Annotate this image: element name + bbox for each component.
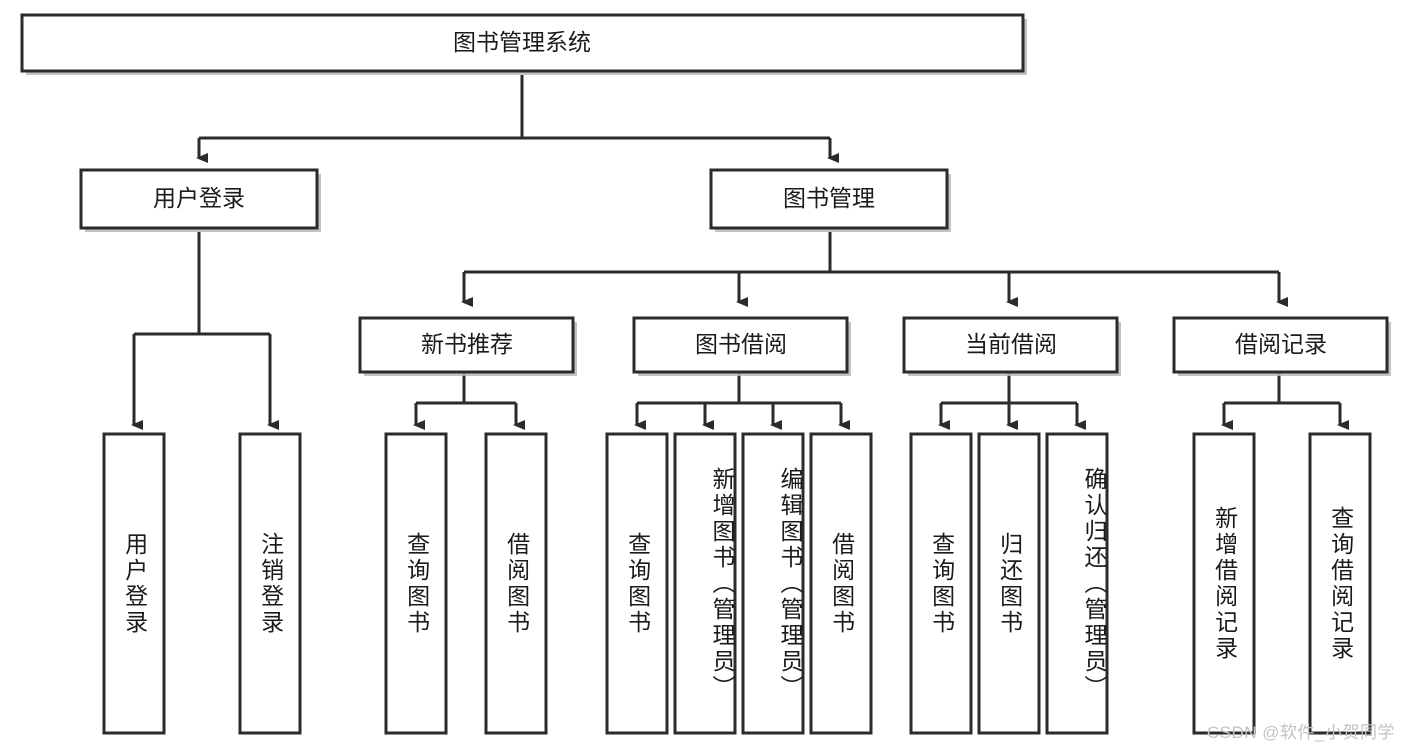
node-new-book-recommend-box [358, 316, 575, 374]
leaf-box-book-borrow-0[interactable] [605, 432, 669, 735]
leaf-box-book-borrow-3[interactable] [809, 432, 873, 735]
node-book-manage-box [709, 168, 949, 230]
node-new-book-recommend-label: 新书推荐 [421, 331, 513, 357]
leaf-box-user-login-0[interactable] [102, 432, 166, 735]
leaf-box-new-book-0[interactable] [384, 432, 448, 735]
leaf-box-book-borrow-2[interactable] [741, 432, 805, 735]
leaf-box-current-borrow-2[interactable] [1045, 432, 1109, 735]
connector-layer [131, 75, 1349, 430]
node-root-label: 图书管理系统 [453, 29, 591, 55]
leaf-box-layer [102, 432, 1372, 735]
node-borrow-record[interactable]: 借阅记录 [1172, 316, 1391, 376]
node-user-login[interactable]: 用户登录 [79, 168, 321, 232]
node-book-borrow-label: 图书借阅 [695, 331, 787, 357]
node-current-borrow-box [902, 316, 1119, 374]
csdn-watermark: CSDN @软件_小贺同学 [1206, 723, 1395, 742]
leaf-box-borrow-record-0[interactable] [1192, 432, 1256, 735]
node-user-login-box [79, 168, 319, 230]
leaf-box-current-borrow-1[interactable] [977, 432, 1041, 735]
node-current-borrow[interactable]: 当前借阅 [902, 316, 1121, 376]
node-book-borrow-box [632, 316, 849, 374]
node-root[interactable]: 图书管理系统 [20, 13, 1027, 75]
leaf-box-borrow-record-1[interactable] [1308, 432, 1372, 735]
node-book-manage-label: 图书管理 [783, 185, 875, 211]
leaf-box-current-borrow-0[interactable] [909, 432, 973, 735]
leaf-box-book-borrow-1[interactable] [673, 432, 737, 735]
leaf-box-new-book-1[interactable] [484, 432, 548, 735]
node-root-box [20, 13, 1025, 73]
leaf-box-user-login-1[interactable] [238, 432, 302, 735]
node-book-manage[interactable]: 图书管理 [709, 168, 951, 232]
node-borrow-record-label: 借阅记录 [1235, 331, 1327, 357]
node-new-book-recommend[interactable]: 新书推荐 [358, 316, 577, 376]
node-book-borrow[interactable]: 图书借阅 [632, 316, 851, 376]
node-borrow-record-box [1172, 316, 1389, 374]
node-user-login-label: 用户登录 [153, 185, 245, 211]
node-current-borrow-label: 当前借阅 [965, 331, 1057, 357]
